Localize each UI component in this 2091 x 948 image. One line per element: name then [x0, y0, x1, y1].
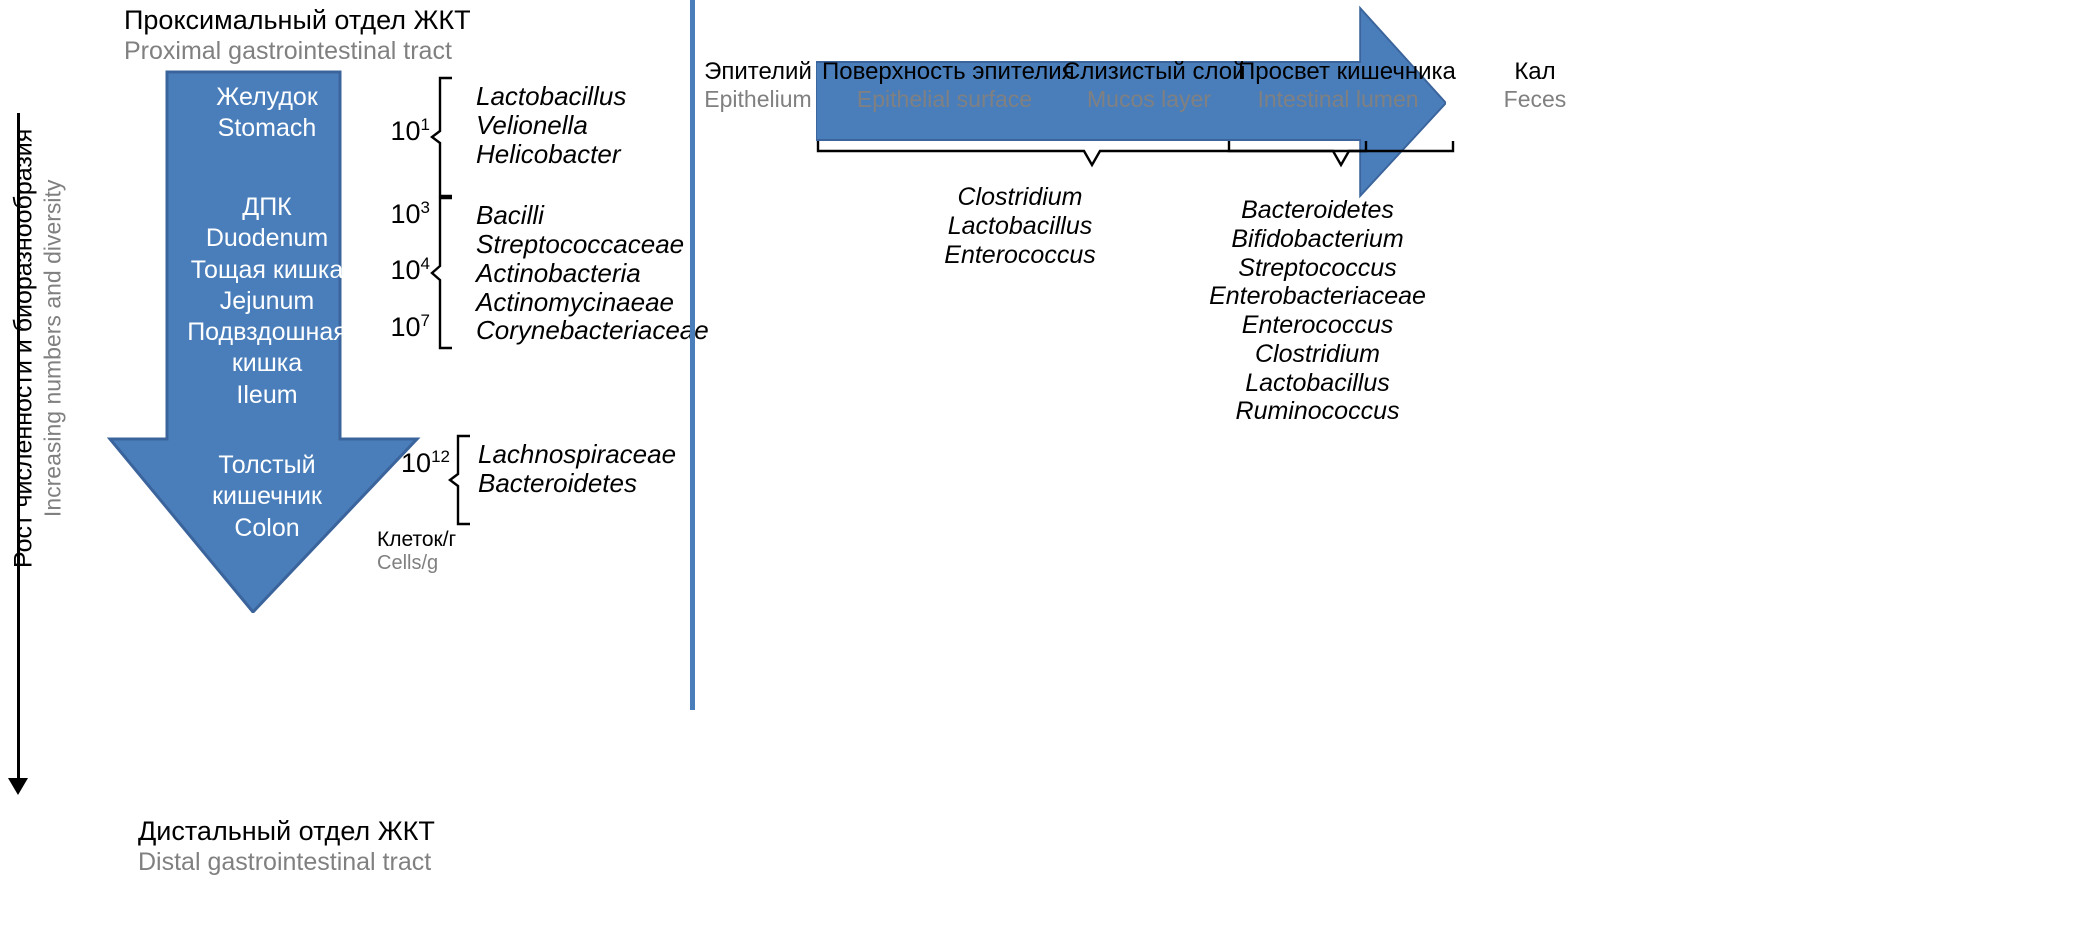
zone-mucos-en: Mucos layer [1087, 86, 1211, 113]
epithelium-label-en: Epithelium [704, 86, 812, 113]
diversity-axis-label: Рост численности и биоразнообразия Incre… [10, 88, 67, 608]
proximal-tract-label-en: Proximal gastrointestinal tract [124, 36, 452, 65]
organ-ileum-ru: Подвздошная кишка [187, 318, 347, 378]
bacteria-item: Bifidobacterium [1231, 224, 1404, 253]
organ-duodenum-en: Duodenum [205, 224, 329, 253]
bacteria-item: Enterococcus [1241, 311, 1394, 339]
zone-label-mucos-layer: Слизистый слой Mucos layer [1063, 58, 1246, 113]
organ-ileum-en: Ileum [236, 380, 298, 409]
diversity-axis-label-en: Increasing numbers and diversity [39, 179, 66, 518]
count-label-10e1: 101 [390, 115, 430, 146]
organ-stomach-en: Stomach [217, 114, 317, 143]
cells-per-gram-ru: Клеток/г [377, 528, 457, 551]
intestinal-gradient-right-arrow-shape [815, 4, 1448, 200]
zone-label-epithelial-surface: Поверхность эпителия Epithelial surface [822, 58, 1075, 113]
bacteria-list-lumen: Bacteroidetes Bifidobacterium Streptococ… [1130, 196, 1505, 426]
bacteria-item: Helicobacter [476, 138, 621, 169]
bacteria-item: Lactobacillus [476, 81, 627, 111]
bacteria-list-colon: Lachnospiraceae Bacteroidetes [478, 440, 676, 498]
organ-label-small-intestine: ДПК Duodenum Тощая кишка Jejunum Подвздо… [167, 192, 367, 411]
bacteria-item: Streptococcus [1238, 253, 1397, 282]
feces-end-label: Кал Feces [1500, 58, 1570, 113]
organ-colon-ru: Толстый кишечник [212, 451, 322, 511]
panel-divider [690, 0, 695, 710]
count-label-10e4: 104 [390, 254, 430, 285]
count-label-10e7: 107 [390, 311, 430, 342]
bacteria-item: Actinomycinaeae [476, 286, 674, 317]
bacteria-item: Actinobacteria [476, 257, 641, 288]
bacteria-item: Lactobacillus [1245, 368, 1390, 397]
bacteria-list-small-intestine: Bacilli Streptococcaceae Actinobacteria … [476, 201, 709, 345]
count-label-10e12: 1012 [401, 447, 450, 478]
diversity-axis-arrowhead-icon [8, 778, 28, 795]
distal-tract-label-ru: Дистальный отдел ЖКТ [138, 816, 435, 846]
bacteria-item: Streptococcaceae [476, 228, 685, 259]
bacteria-item: Corynebacteriaceae [476, 315, 709, 346]
brace-stomach-icon [430, 76, 464, 203]
feces-label-en: Feces [1503, 86, 1567, 113]
epithelium-label-ru: Эпителий [704, 58, 812, 85]
gi-tract-down-arrow-shape [105, 70, 435, 613]
bacteria-item: Bacteroidetes [478, 467, 637, 498]
brace-lumen-icon [1227, 139, 1455, 176]
zone-label-intestinal-lumen: Просвет кишечника Intestinal lumen [1238, 58, 1456, 113]
brace-colon-icon [448, 434, 482, 531]
bacteria-item: Clostridium [1254, 339, 1381, 368]
brace-small-intestine-icon [430, 196, 464, 356]
bacteria-item: Ruminococcus [1235, 397, 1400, 426]
bacteria-item: Bacteroidetes [1241, 196, 1394, 224]
bacteria-item: Bacilli [476, 200, 544, 230]
proximal-tract-label-ru: Проксимальный отдел ЖКТ [124, 5, 471, 35]
zone-lumen-ru: Просвет кишечника [1238, 58, 1456, 85]
organ-label-stomach: Желудок Stomach [167, 82, 367, 145]
diversity-axis-label-ru: Рост численности и биоразнообразия [9, 128, 38, 568]
bacteria-item: Clostridium [957, 183, 1083, 211]
organ-jejunum-ru: Тощая кишка [190, 255, 344, 284]
organ-colon-en: Colon [234, 513, 300, 542]
organ-label-colon: Толстый кишечник Colon [167, 450, 367, 544]
bacteria-list-epithelium-mucosa: Clostridium Lactobacillus Enterococcus [820, 183, 1220, 269]
diversity-axis-line [17, 113, 20, 785]
zone-lumen-en: Intestinal lumen [1257, 86, 1419, 113]
cells-per-gram-en: Cells/g [377, 552, 439, 575]
organ-duodenum-ru: ДПК [242, 193, 292, 221]
zone-epi-ru: Поверхность эпителия [822, 58, 1075, 85]
zone-mucos-ru: Слизистый слой [1063, 58, 1246, 85]
feces-label-ru: Кал [1514, 58, 1556, 85]
bacteria-item: Enterococcus [944, 240, 1096, 269]
bacteria-list-stomach: Lactobacillus Velionella Helicobacter [476, 82, 626, 169]
count-label-10e3: 103 [390, 198, 430, 229]
bacteria-item: Enterobacteriaceae [1209, 282, 1426, 311]
epithelium-start-label: Эпителий Epithelium [703, 58, 813, 113]
bacteria-item: Lachnospiraceae [478, 439, 677, 469]
proximal-tract-label: Проксимальный отдел ЖКТ Proximal gastroi… [124, 5, 471, 66]
cells-per-gram-label: Клеток/г Cells/g [377, 528, 456, 576]
organ-stomach-ru: Желудок [216, 83, 318, 111]
zone-epi-en: Epithelial surface [856, 86, 1033, 113]
bacteria-item: Lactobacillus [947, 211, 1093, 240]
distal-tract-label-en: Distal gastrointestinal tract [138, 847, 432, 876]
organ-jejunum-en: Jejunum [219, 286, 315, 315]
bacteria-item: Velionella [476, 109, 588, 140]
distal-tract-label: Дистальный отдел ЖКТ Distal gastrointest… [138, 816, 435, 877]
